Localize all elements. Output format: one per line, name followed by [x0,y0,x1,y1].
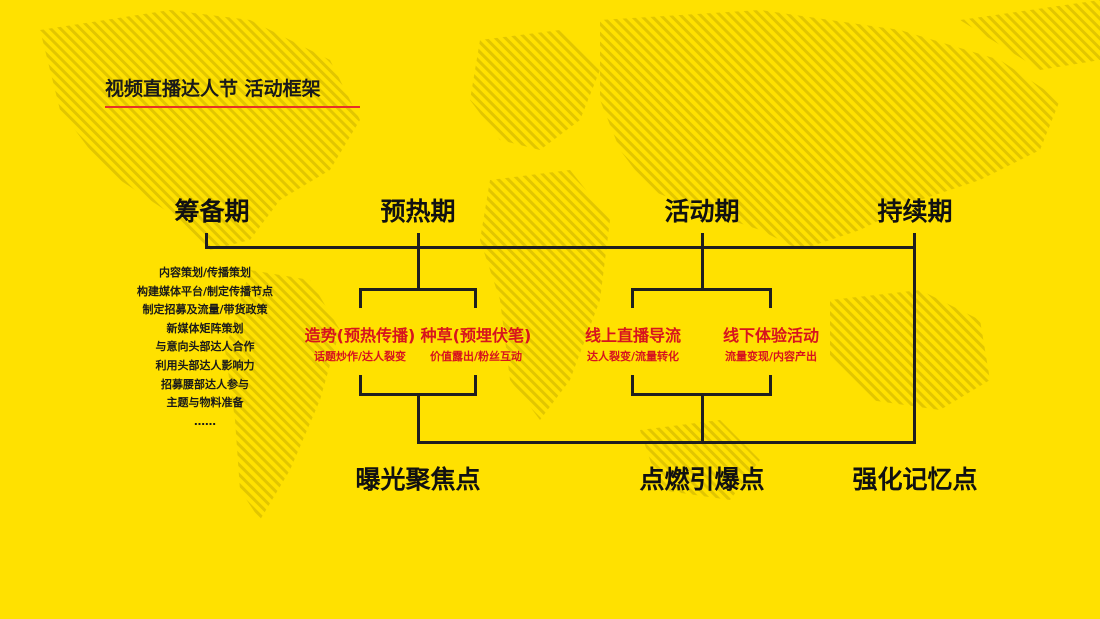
tick-activity [701,233,704,289]
warmup-bracket-right-top [474,288,477,308]
tick-prep [205,233,208,248]
activity-item-title: 线下体验活动 [722,326,820,345]
prep-item: 构建媒体平台/制定传播节点 [136,284,274,298]
prep-item: 内容策划/传播策划 [158,266,252,279]
outcome-ignite: 点燃引爆点 [639,465,765,494]
title-underline [105,106,360,108]
phase-sustain: 持续期 [877,197,953,226]
prep-item-list: 内容策划/传播策划 构建媒体平台/制定传播节点 制定招募及流量/带货政策 新媒体… [120,264,290,431]
warmup-bracket-left-top [359,288,362,308]
warmup-bracket-right-bottom [474,375,477,395]
activity-down-line [701,393,704,443]
activity-bracket-left-top [631,288,634,308]
warmup-item-sub: 话题炒作/达人裂变 [313,350,407,363]
prep-item-ellipsis: …… [194,414,216,428]
timeline-main-line [205,246,916,249]
prep-item: 与意向头部达人合作 [155,340,255,354]
activity-item-sub: 流量变现/内容产出 [724,350,818,363]
activity-item-sub: 达人裂变/流量转化 [586,350,680,363]
prep-item: 制定招募及流量/带货政策 [142,303,268,317]
warmup-item-title: 种草(预埋伏笔) [420,326,532,345]
warmup-down-line [417,393,420,443]
activity-bracket-right-bottom [769,375,772,395]
tick-sustain [913,233,916,443]
warmup-bracket-top [359,288,477,291]
prep-item: 利用头部达人影响力 [155,358,255,372]
activity-item-title: 线上直播导流 [584,326,682,345]
phase-prep: 筹备期 [174,197,250,226]
activity-bracket-right-top [769,288,772,308]
prep-item: 新媒体矩阵策划 [166,321,244,335]
activity-bracket-top [631,288,772,291]
warmup-item-title: 造势(预热传播) [304,326,416,345]
phase-activity: 活动期 [664,197,740,226]
outcome-memory: 强化记忆点 [852,465,978,494]
prep-item: 招募腰部达人参与 [161,377,249,391]
phase-warmup: 预热期 [380,197,456,226]
bottom-connector-line [417,441,916,444]
activity-bracket-left-bottom [631,375,634,395]
tick-warmup [417,233,420,289]
prep-item: 主题与物料准备 [166,396,244,410]
warmup-item-sub: 价值露出/粉丝互动 [429,350,523,363]
page-title: 视频直播达人节 活动框架 [105,78,321,100]
outcome-focus: 曝光聚焦点 [355,465,481,494]
warmup-bracket-left-bottom [359,375,362,395]
